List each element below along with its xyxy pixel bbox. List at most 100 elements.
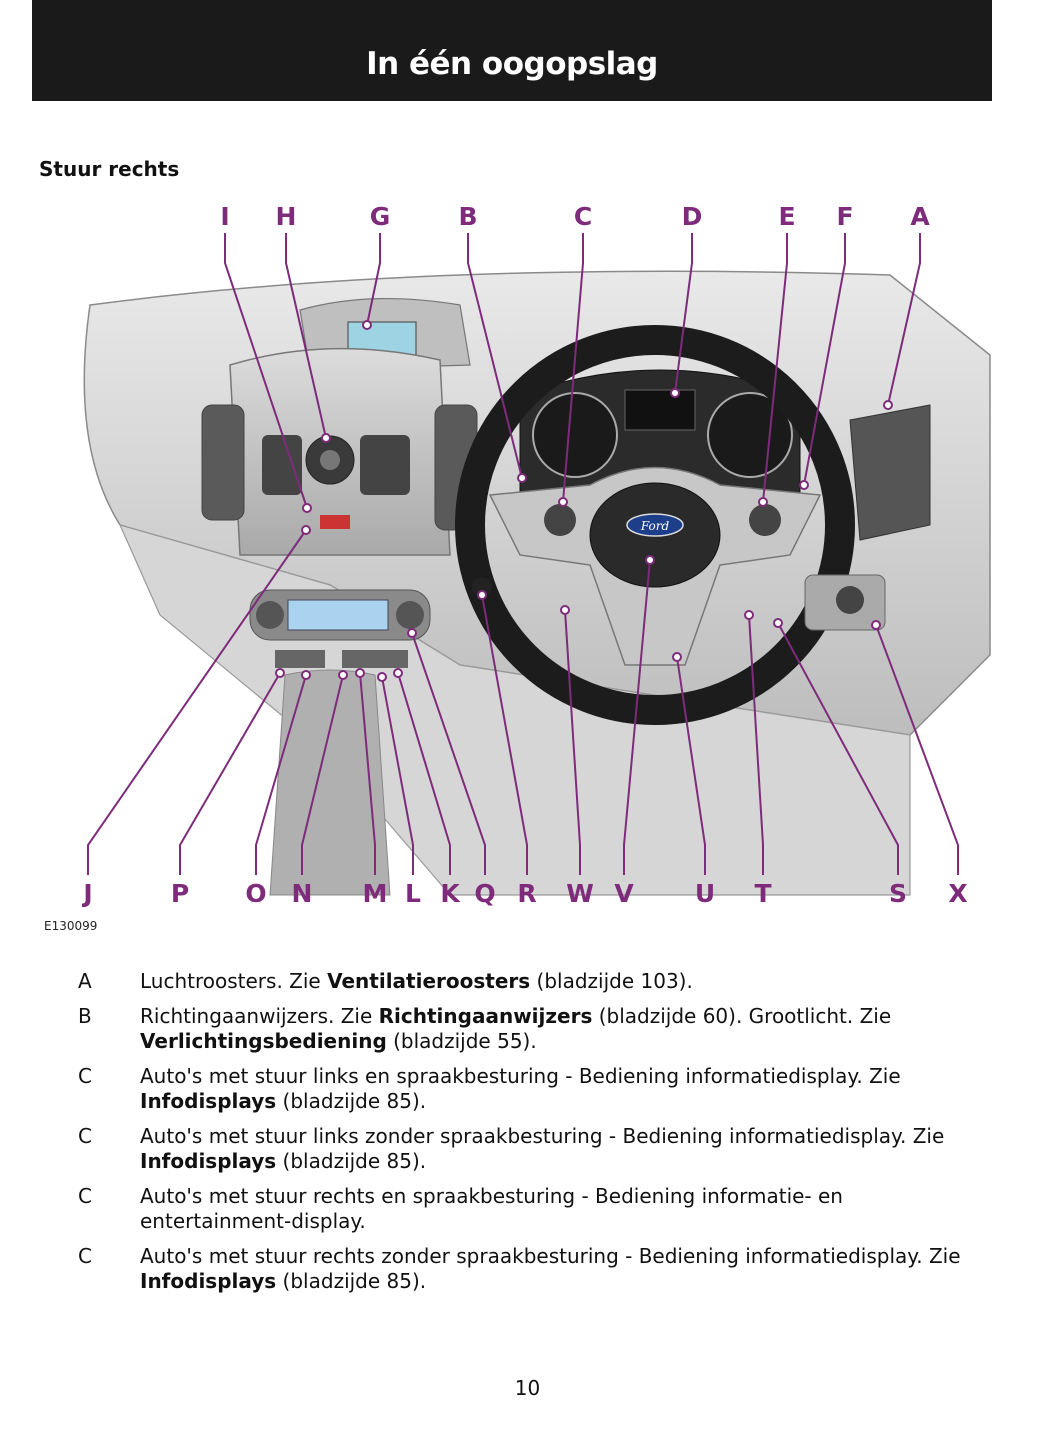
callout-label-j: J xyxy=(81,879,92,908)
callout-line xyxy=(875,624,959,875)
callout-label-g: G xyxy=(370,202,391,231)
page-header: In één oogopslag xyxy=(32,0,992,101)
callout-line xyxy=(467,233,523,479)
callout-dot xyxy=(558,497,568,507)
climate-display xyxy=(287,599,389,631)
cross-reference: Verlichtingsbediening xyxy=(140,1029,387,1053)
audio-buttons-right xyxy=(360,435,410,495)
callout-dot xyxy=(799,480,809,490)
callout-line xyxy=(676,656,706,875)
callout-label-i: I xyxy=(220,202,229,231)
callout-line xyxy=(748,614,764,875)
callout-line xyxy=(411,632,486,875)
callout-dot xyxy=(477,590,487,600)
callout-line xyxy=(562,233,584,503)
callout-line xyxy=(564,609,581,875)
ignition xyxy=(472,577,492,597)
callout-line xyxy=(481,594,528,875)
gear-tunnel xyxy=(269,669,391,896)
callout-label-b: B xyxy=(458,202,477,231)
tachometer xyxy=(532,392,618,478)
callout-line xyxy=(179,672,281,875)
section-title: Stuur rechts xyxy=(39,157,180,181)
callout-line xyxy=(762,233,788,503)
callout-dot xyxy=(407,628,417,638)
figure-code: E130099 xyxy=(44,919,98,933)
callout-label-t: T xyxy=(754,879,771,908)
callout-label-o: O xyxy=(245,879,266,908)
ford-badge xyxy=(626,513,684,537)
item-text-fragment: Luchtroosters. Zie xyxy=(140,969,328,993)
callout-line xyxy=(87,529,307,875)
item-text-fragment: (bladzijde 55). xyxy=(386,1029,537,1053)
item-text-fragment: Auto's met stuur links zonder spraakbest… xyxy=(140,1124,945,1148)
audio-knob-inner xyxy=(320,450,340,470)
legend-item-text: Richtingaanwijzers. Zie Richtingaanwijze… xyxy=(140,1004,998,1054)
legend-item: A Luchtroosters. Zie Ventilatieroosters (… xyxy=(78,969,998,994)
callout-line xyxy=(674,233,693,394)
header-title: In één oogopslag xyxy=(366,46,658,82)
legend-item-key: C xyxy=(78,1184,92,1208)
callout-dot xyxy=(560,605,570,615)
legend-item-text: Luchtroosters. Zie Ventilatieroosters (b… xyxy=(140,969,693,994)
legend-item-text: Auto's met stuur links en spraakbesturin… xyxy=(140,1064,998,1114)
item-text-fragment: Auto's met stuur rechts en spraakbesturi… xyxy=(140,1184,843,1233)
legend-item-key: C xyxy=(78,1244,92,1268)
cross-reference: Richtingaanwijzers xyxy=(378,1004,593,1028)
item-text-fragment: (bladzijde 103). xyxy=(530,969,693,993)
side-vent xyxy=(849,404,931,541)
cross-reference: Infodisplays xyxy=(140,1269,277,1293)
callout-dot xyxy=(670,388,680,398)
callout-line xyxy=(359,672,376,875)
item-list: A Luchtroosters. Zie Ventilatieroosters (… xyxy=(78,969,998,1304)
callout-dot xyxy=(321,433,331,443)
callout-line xyxy=(623,559,651,875)
callout-dot xyxy=(645,555,655,565)
callout-line xyxy=(285,233,327,439)
switch-row-right xyxy=(342,650,408,668)
callout-label-n: N xyxy=(292,879,313,908)
cross-reference: Infodisplays xyxy=(140,1149,277,1173)
callout-label-l: L xyxy=(405,879,421,908)
callout-label-v: V xyxy=(614,879,634,908)
item-text-fragment: (bladzijde 60). Grootlicht. Zie xyxy=(592,1004,892,1028)
callout-label-f: F xyxy=(836,202,853,231)
climate-knob-left xyxy=(256,601,284,629)
callout-dot xyxy=(275,668,285,678)
callout-line xyxy=(255,674,307,875)
callout-label-q: Q xyxy=(474,879,495,908)
light-switch xyxy=(836,586,864,614)
left-vent xyxy=(201,404,245,521)
legend-item-text: Auto's met stuur links zonder spraakbest… xyxy=(140,1124,998,1174)
legend-item-key: C xyxy=(78,1064,92,1088)
item-text-fragment: (bladzijde 85). xyxy=(276,1269,427,1293)
callout-label-r: R xyxy=(517,879,536,908)
item-text-fragment: Auto's met stuur rechts zonder spraakbes… xyxy=(140,1244,961,1268)
callout-dot xyxy=(301,525,311,535)
legend-item: C Auto's met stuur rechts zonder spraakbe… xyxy=(78,1244,998,1294)
legend-item: C Auto's met stuur rechts en spraakbestur… xyxy=(78,1184,998,1234)
callout-dots xyxy=(275,320,893,682)
page-number: 10 xyxy=(514,1376,541,1400)
item-text-fragment: (bladzijde 85). xyxy=(276,1149,427,1173)
climate-knob-right xyxy=(396,601,424,629)
callout-dot xyxy=(301,670,311,680)
legend-item-key: C xyxy=(78,1124,92,1148)
callout-dot xyxy=(871,620,881,630)
legend-item-key: A xyxy=(78,969,92,993)
callout-line xyxy=(301,674,344,875)
cross-reference: Ventilatieroosters xyxy=(327,969,531,993)
callout-dot xyxy=(883,400,893,410)
item-text-fragment: Auto's met stuur links en spraakbesturin… xyxy=(140,1064,901,1088)
callout-lines xyxy=(87,233,959,875)
cluster-display xyxy=(624,389,696,431)
right-wheel-buttons xyxy=(749,504,781,536)
audio-buttons-left xyxy=(262,435,302,495)
callout-label-k: K xyxy=(440,879,461,908)
callout-line xyxy=(803,233,846,486)
callout-line xyxy=(224,233,308,509)
steering-wheel-rim xyxy=(455,325,855,725)
callout-label-p: P xyxy=(171,879,189,908)
